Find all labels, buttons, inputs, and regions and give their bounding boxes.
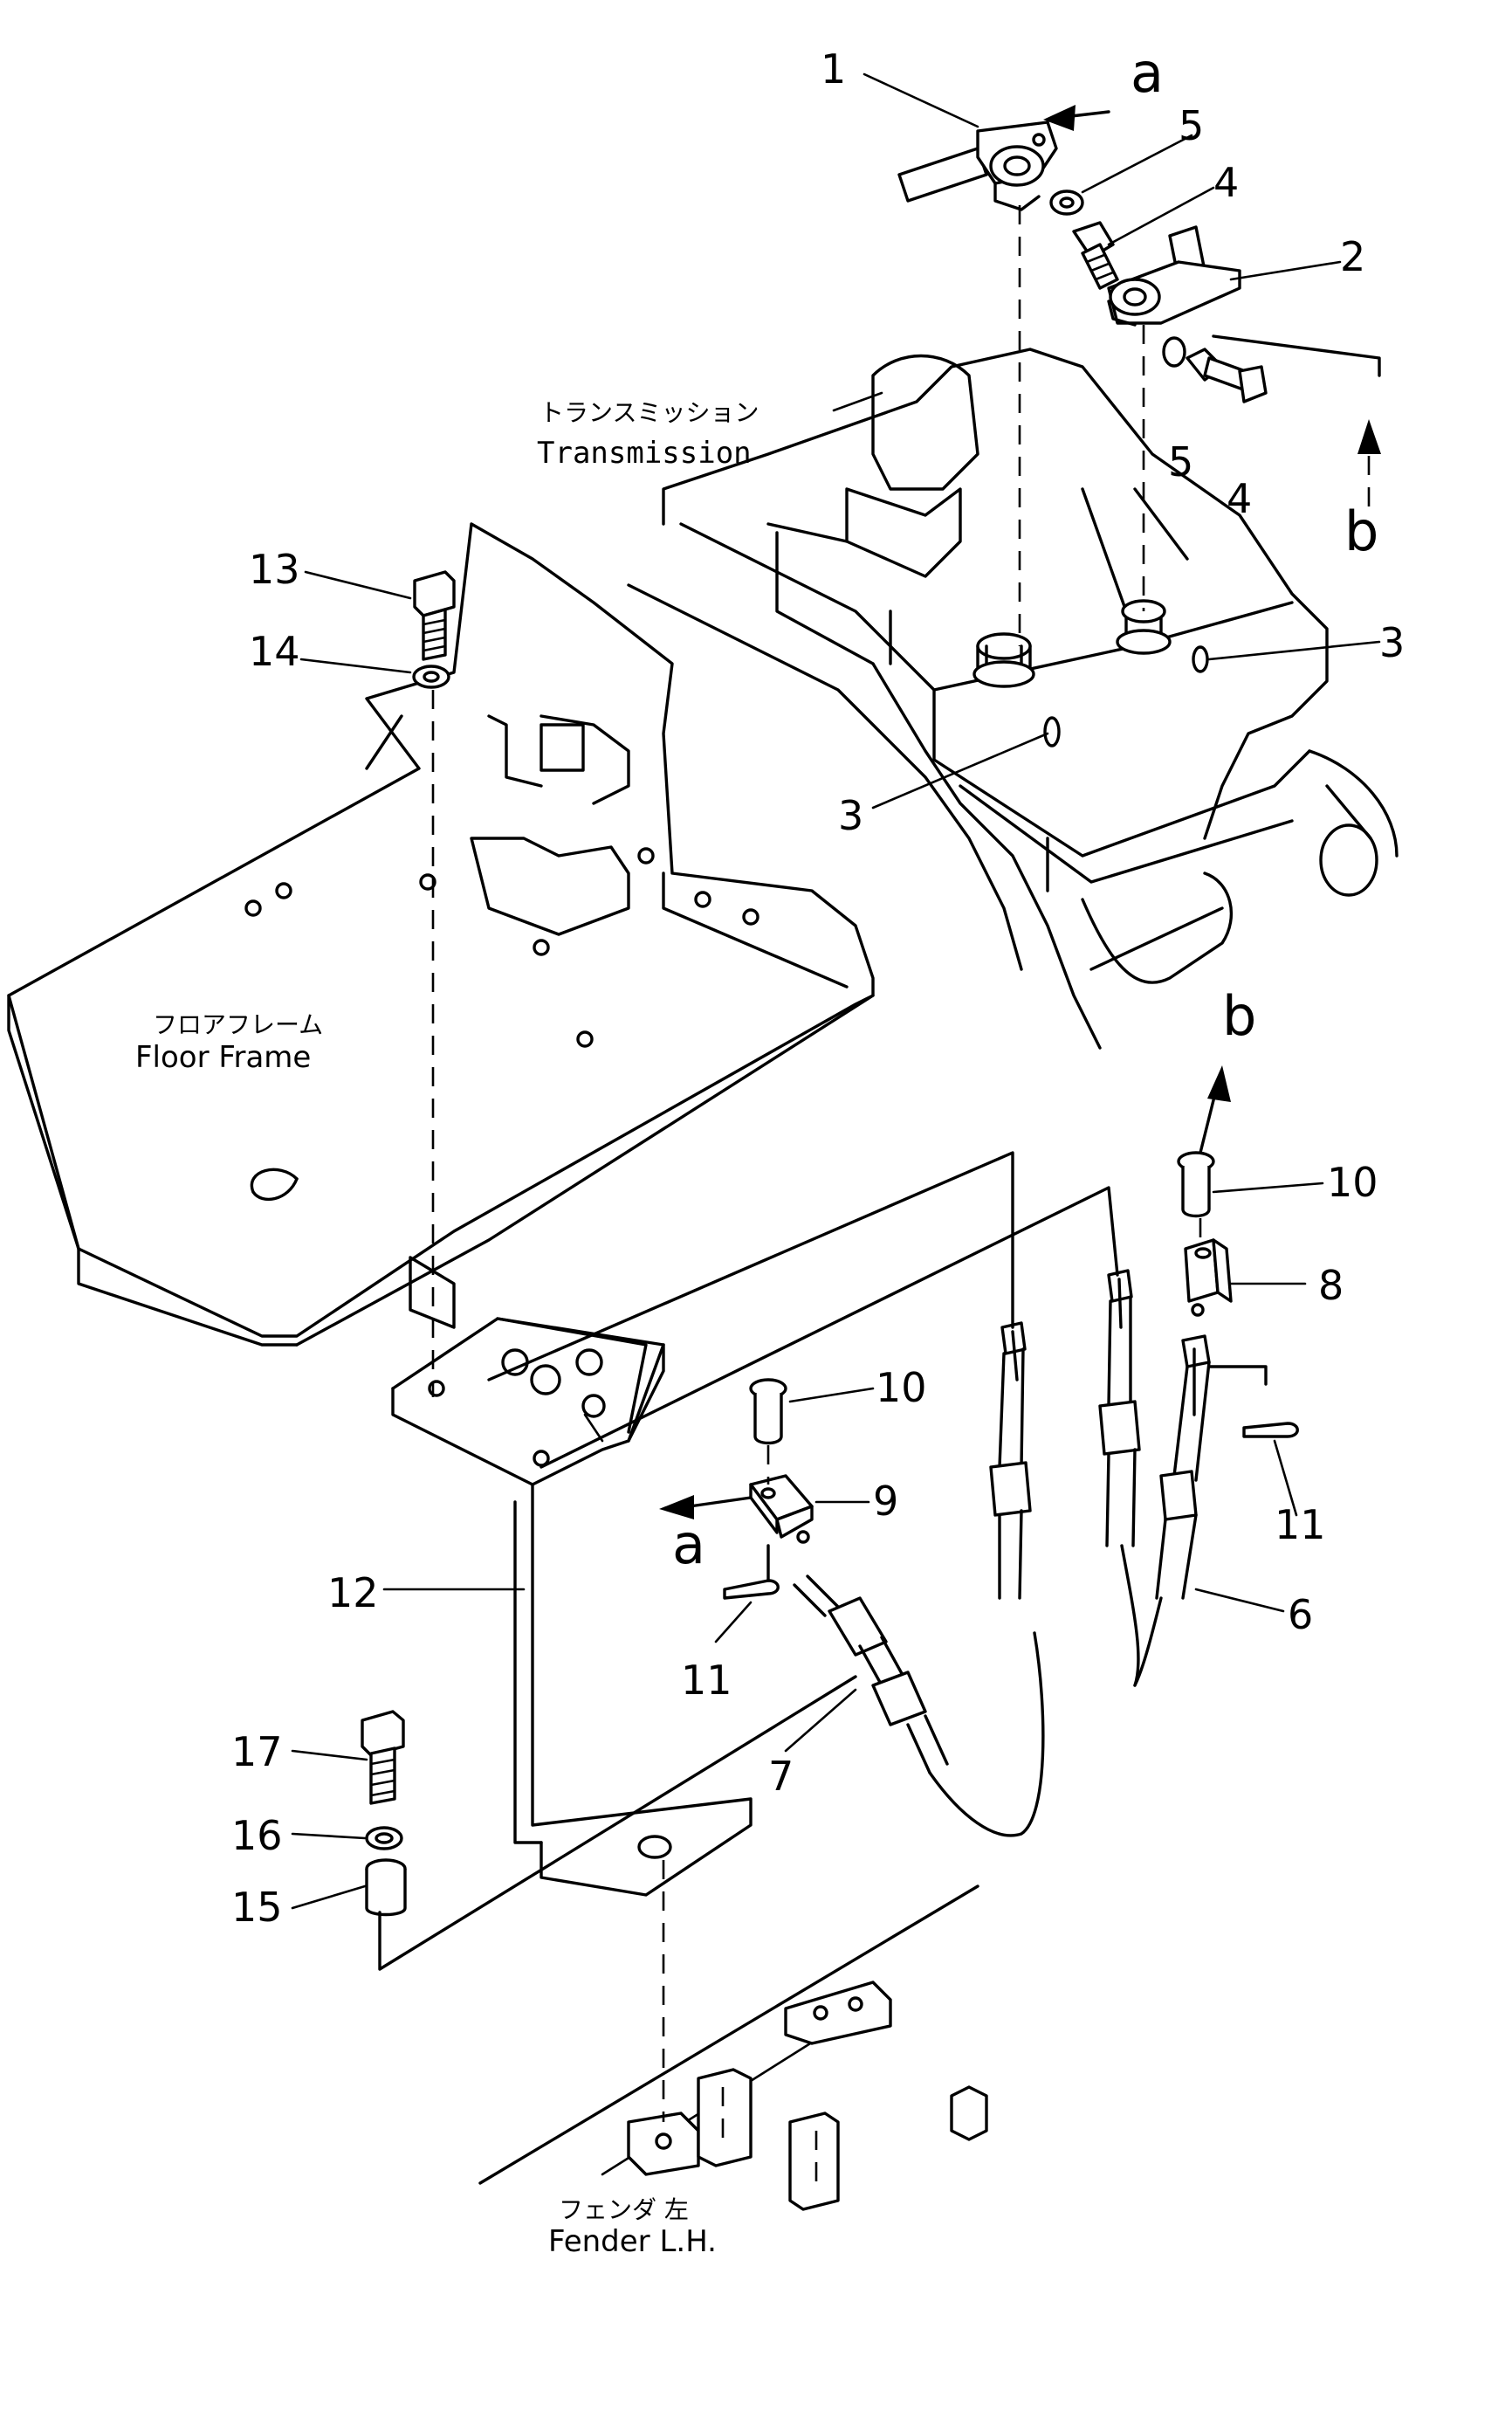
callout-5: 5 xyxy=(1179,102,1204,149)
leader-lines xyxy=(291,72,1381,1910)
view-mark-b: b xyxy=(1344,499,1378,563)
cable-middle xyxy=(989,1321,1032,1600)
cotter-11 xyxy=(1242,1422,1299,1438)
view-mark-a: a xyxy=(1131,41,1164,105)
fender-label-en: Fender L.H. xyxy=(548,2224,717,2259)
cable-7 xyxy=(793,1574,1045,1837)
callout-1: 1 xyxy=(821,45,846,93)
floor-frame xyxy=(7,522,875,1347)
floor-frame-label-jp: フロアフレーム xyxy=(153,1010,323,1039)
lever-1 xyxy=(897,121,1058,211)
pin-10 xyxy=(1177,1151,1215,1218)
fender-label-jp: フェンダ 左 xyxy=(559,2195,689,2224)
cable-6 xyxy=(1133,1334,1211,1687)
cotter-11 xyxy=(723,1579,780,1600)
washer-5 xyxy=(1162,336,1186,368)
bracket-12 xyxy=(391,1317,753,1897)
transmission-housing xyxy=(627,348,1399,1050)
bolt-4 xyxy=(1072,221,1119,290)
floor-frame-label-en: Floor Frame xyxy=(135,1040,311,1075)
bolt-13 xyxy=(413,570,456,661)
callout-15: 15 xyxy=(231,1884,283,1931)
view-marks: a b b a xyxy=(672,41,1378,1576)
view-mark-a: a xyxy=(672,1512,705,1576)
bolt-17 xyxy=(361,1710,405,1805)
callout-10: 10 xyxy=(876,1364,927,1411)
callout-14: 14 xyxy=(249,628,300,675)
component-labels: トランスミッション Transmission フロアフレーム Floor Fra… xyxy=(135,398,759,2259)
bolt-4 xyxy=(1186,348,1268,403)
collar-15 xyxy=(365,1858,407,1917)
arrow-a-top xyxy=(1043,105,1110,131)
center-lines xyxy=(378,205,1381,2122)
callout-3: 3 xyxy=(838,792,863,839)
callout-2: 2 xyxy=(1340,233,1365,280)
fender-lh xyxy=(478,1884,988,2211)
callout-10: 10 xyxy=(1327,1159,1378,1206)
callout-16: 16 xyxy=(231,1812,283,1859)
view-mark-b: b xyxy=(1222,984,1256,1048)
arrow-b-top xyxy=(1357,419,1381,506)
cable-right xyxy=(1098,1269,1141,1687)
joint-9 xyxy=(749,1474,814,1544)
callout-numbers: 1 5 4 2 5 4 3 3 13 14 10 8 11 6 10 9 11 … xyxy=(231,45,1405,1931)
callout-8: 8 xyxy=(1318,1262,1344,1309)
callout-11: 11 xyxy=(681,1657,732,1704)
callout-3: 3 xyxy=(1379,619,1405,666)
pin-10 xyxy=(749,1378,787,1445)
lever-2 xyxy=(1107,225,1241,327)
joint-8 xyxy=(1184,1238,1233,1317)
arrow-b-mid xyxy=(1199,1065,1231,1154)
washer-14 xyxy=(412,665,450,689)
callout-17: 17 xyxy=(231,1728,283,1775)
callout-12: 12 xyxy=(327,1569,379,1616)
arrow-a-mid xyxy=(659,1495,753,1519)
washer-5 xyxy=(1049,189,1084,216)
callout-11: 11 xyxy=(1275,1501,1326,1548)
washer-16 xyxy=(365,1826,403,1850)
callout-7: 7 xyxy=(768,1753,794,1800)
callout-4: 4 xyxy=(1227,475,1252,522)
callout-9: 9 xyxy=(873,1478,898,1525)
callout-5: 5 xyxy=(1168,438,1193,486)
transmission-label-en: Transmission xyxy=(537,436,752,471)
callout-6: 6 xyxy=(1288,1591,1313,1638)
transmission-label-jp: トランスミッション xyxy=(540,398,759,427)
callout-13: 13 xyxy=(249,546,300,593)
callout-4: 4 xyxy=(1213,159,1239,206)
